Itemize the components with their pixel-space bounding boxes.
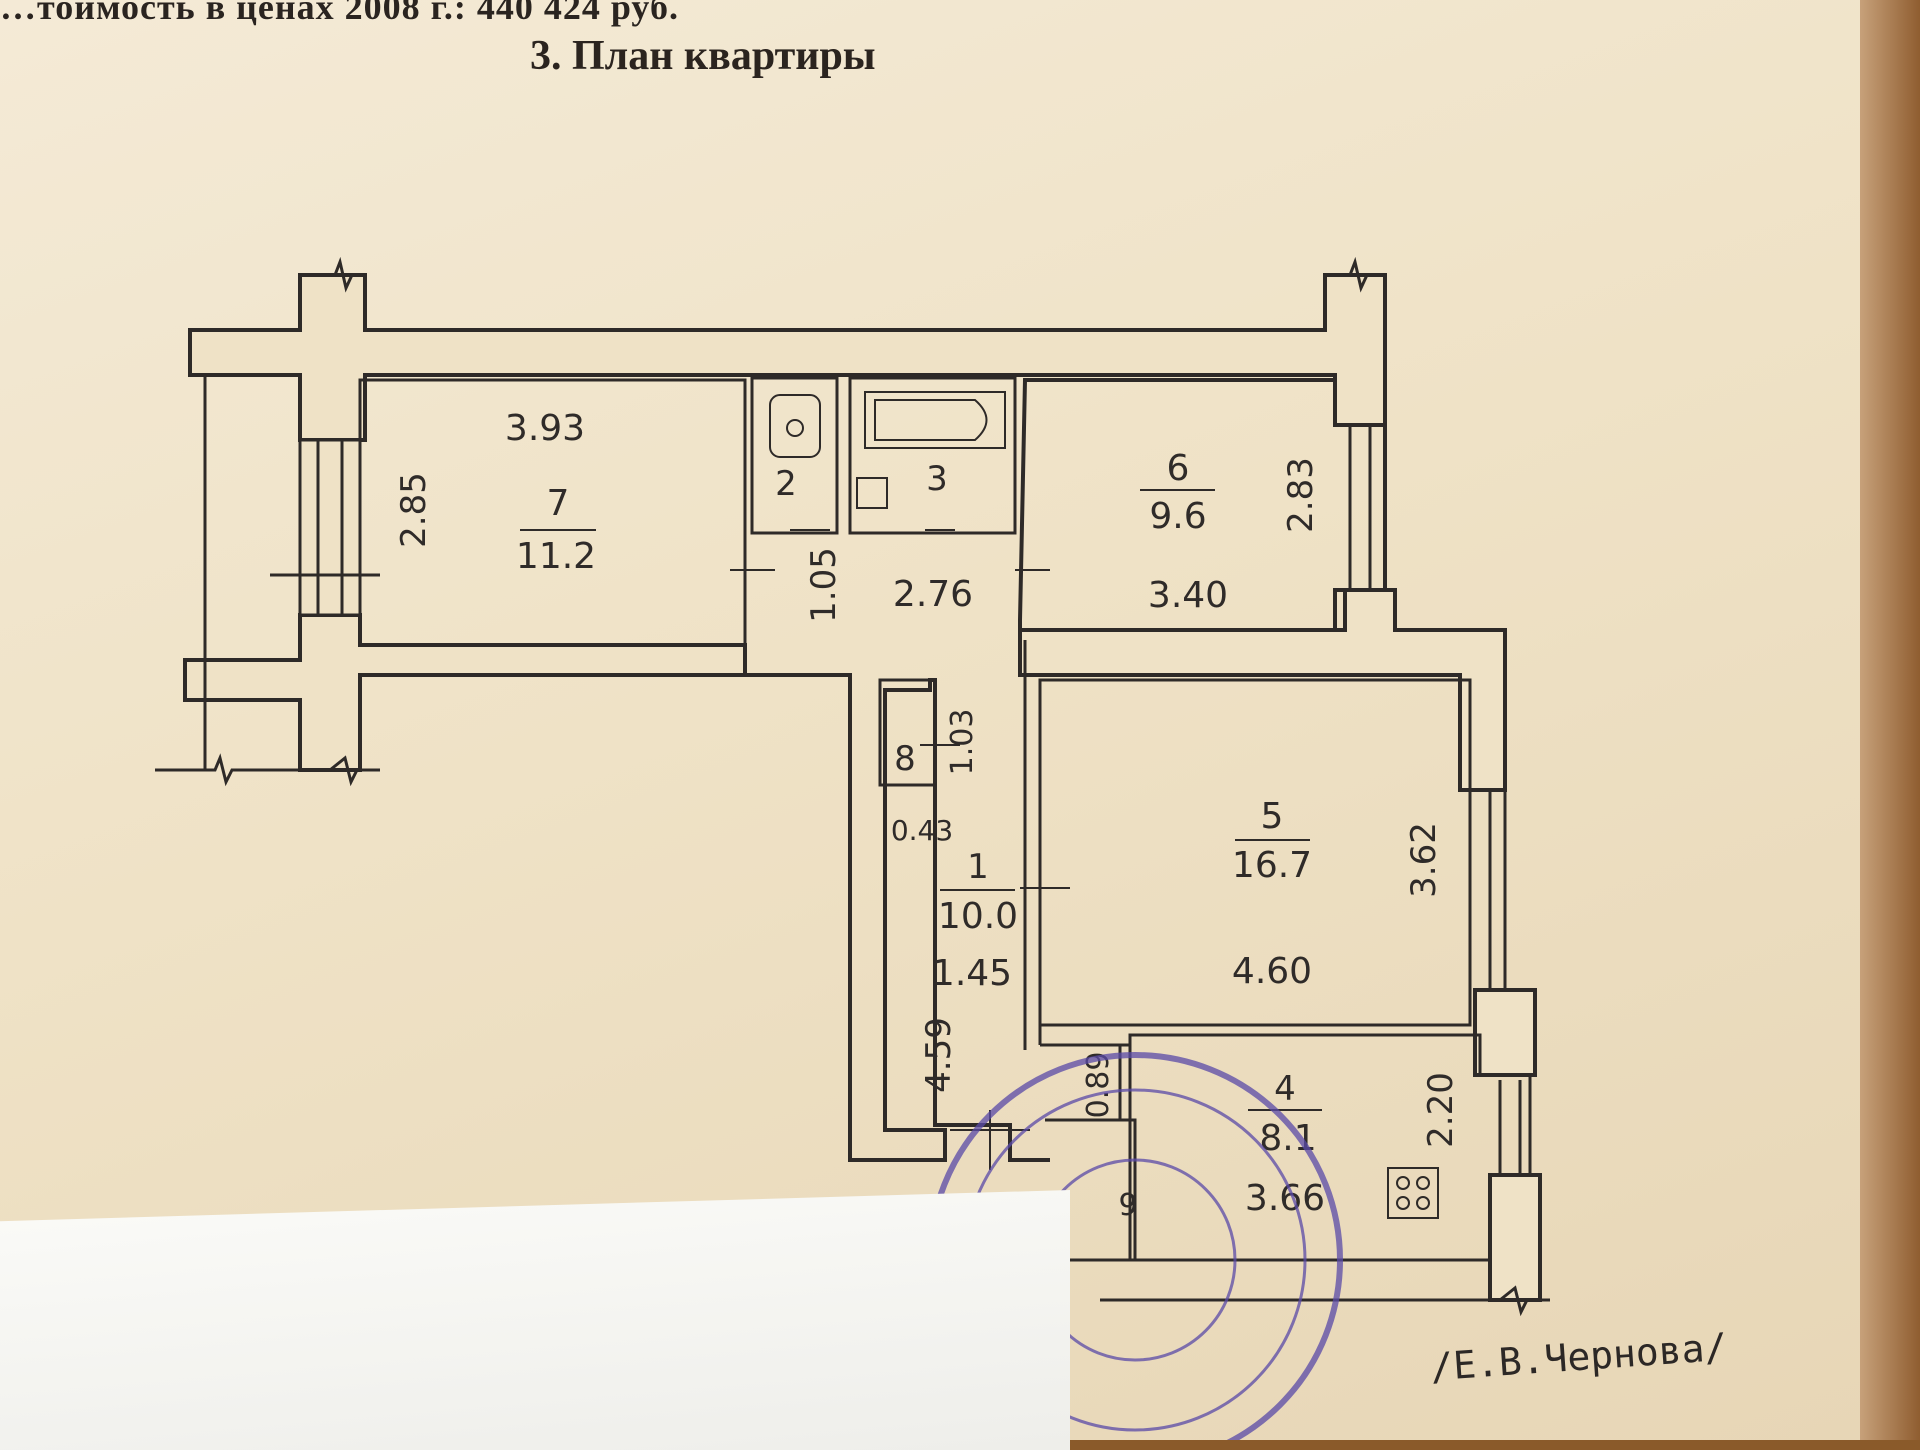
- corridor-height: 1.05: [804, 547, 844, 623]
- room-3-number: 3: [926, 459, 948, 499]
- room-5-height: 3.62: [1404, 822, 1444, 898]
- envelope-overlay: [0, 1190, 1070, 1450]
- table-background: [1860, 0, 1920, 1440]
- room-2-number: 2: [775, 464, 797, 504]
- room-9-outline: [1045, 1118, 1137, 1262]
- bathtub-icon: [864, 391, 1006, 449]
- room-8-height: 1.03: [945, 709, 980, 776]
- break-mark: [1100, 1285, 1550, 1317]
- room-6-width: 3.40: [1148, 575, 1228, 616]
- room-5-width: 4.60: [1232, 951, 1312, 992]
- room-1-area: 10.0: [938, 896, 1018, 937]
- window-right-top: [1348, 425, 1372, 590]
- header-cost-line: …тоимость в ценах 2008 г.: 440 424 руб.: [0, 0, 679, 27]
- room-4-height: 2.20: [1421, 1072, 1461, 1148]
- room-9-number: 9: [1118, 1188, 1137, 1223]
- wall-pier: [1473, 988, 1537, 1077]
- break-mark: [1325, 256, 1385, 293]
- window-right-bottom: [1498, 1080, 1522, 1175]
- room-4-width: 3.66: [1245, 1178, 1325, 1219]
- room-1-height: 4.59: [919, 1017, 959, 1093]
- room-5-number: 5: [1261, 796, 1284, 837]
- room-2-outline: [750, 376, 839, 535]
- wall-top: [188, 273, 1387, 442]
- room-8-width: 0.43: [891, 814, 953, 847]
- page-title: 3. План квартиры: [530, 33, 876, 79]
- wall-corridor: [743, 645, 1050, 1162]
- wall-left-lower: [183, 613, 747, 772]
- room-1-width: 1.45: [932, 953, 1012, 994]
- corridor-width: 2.76: [893, 574, 973, 615]
- room-6-number: 6: [1167, 448, 1190, 489]
- wall-mid-right: [1018, 588, 1507, 792]
- toilet-icon: [769, 394, 821, 458]
- room-5-area: 16.7: [1232, 845, 1312, 886]
- room-6-height: 2.83: [1281, 457, 1321, 533]
- room-6-area: 9.6: [1149, 496, 1206, 537]
- sink-icon: [856, 477, 888, 509]
- room-7-height: 2.85: [394, 472, 434, 548]
- room-4-number: 4: [1274, 1069, 1296, 1109]
- room-8-number: 8: [894, 739, 916, 779]
- door-marks: [730, 529, 1070, 1170]
- window-right-mid: [1468, 790, 1507, 990]
- room-7-number: 7: [547, 483, 570, 524]
- break-mark: [300, 256, 365, 293]
- window-left: [270, 438, 380, 617]
- room-8-outline: [878, 678, 937, 787]
- room-1-number: 1: [967, 847, 989, 887]
- room-7-outline: [358, 378, 747, 647]
- stove-icon: [1387, 1167, 1439, 1219]
- room-7-width: 3.93: [505, 408, 585, 449]
- room-7-area: 11.2: [516, 536, 596, 577]
- wall-corner-bottom: [1488, 1173, 1542, 1302]
- room-3-outline: [848, 376, 1017, 535]
- room-4-outline: [1128, 1033, 1532, 1262]
